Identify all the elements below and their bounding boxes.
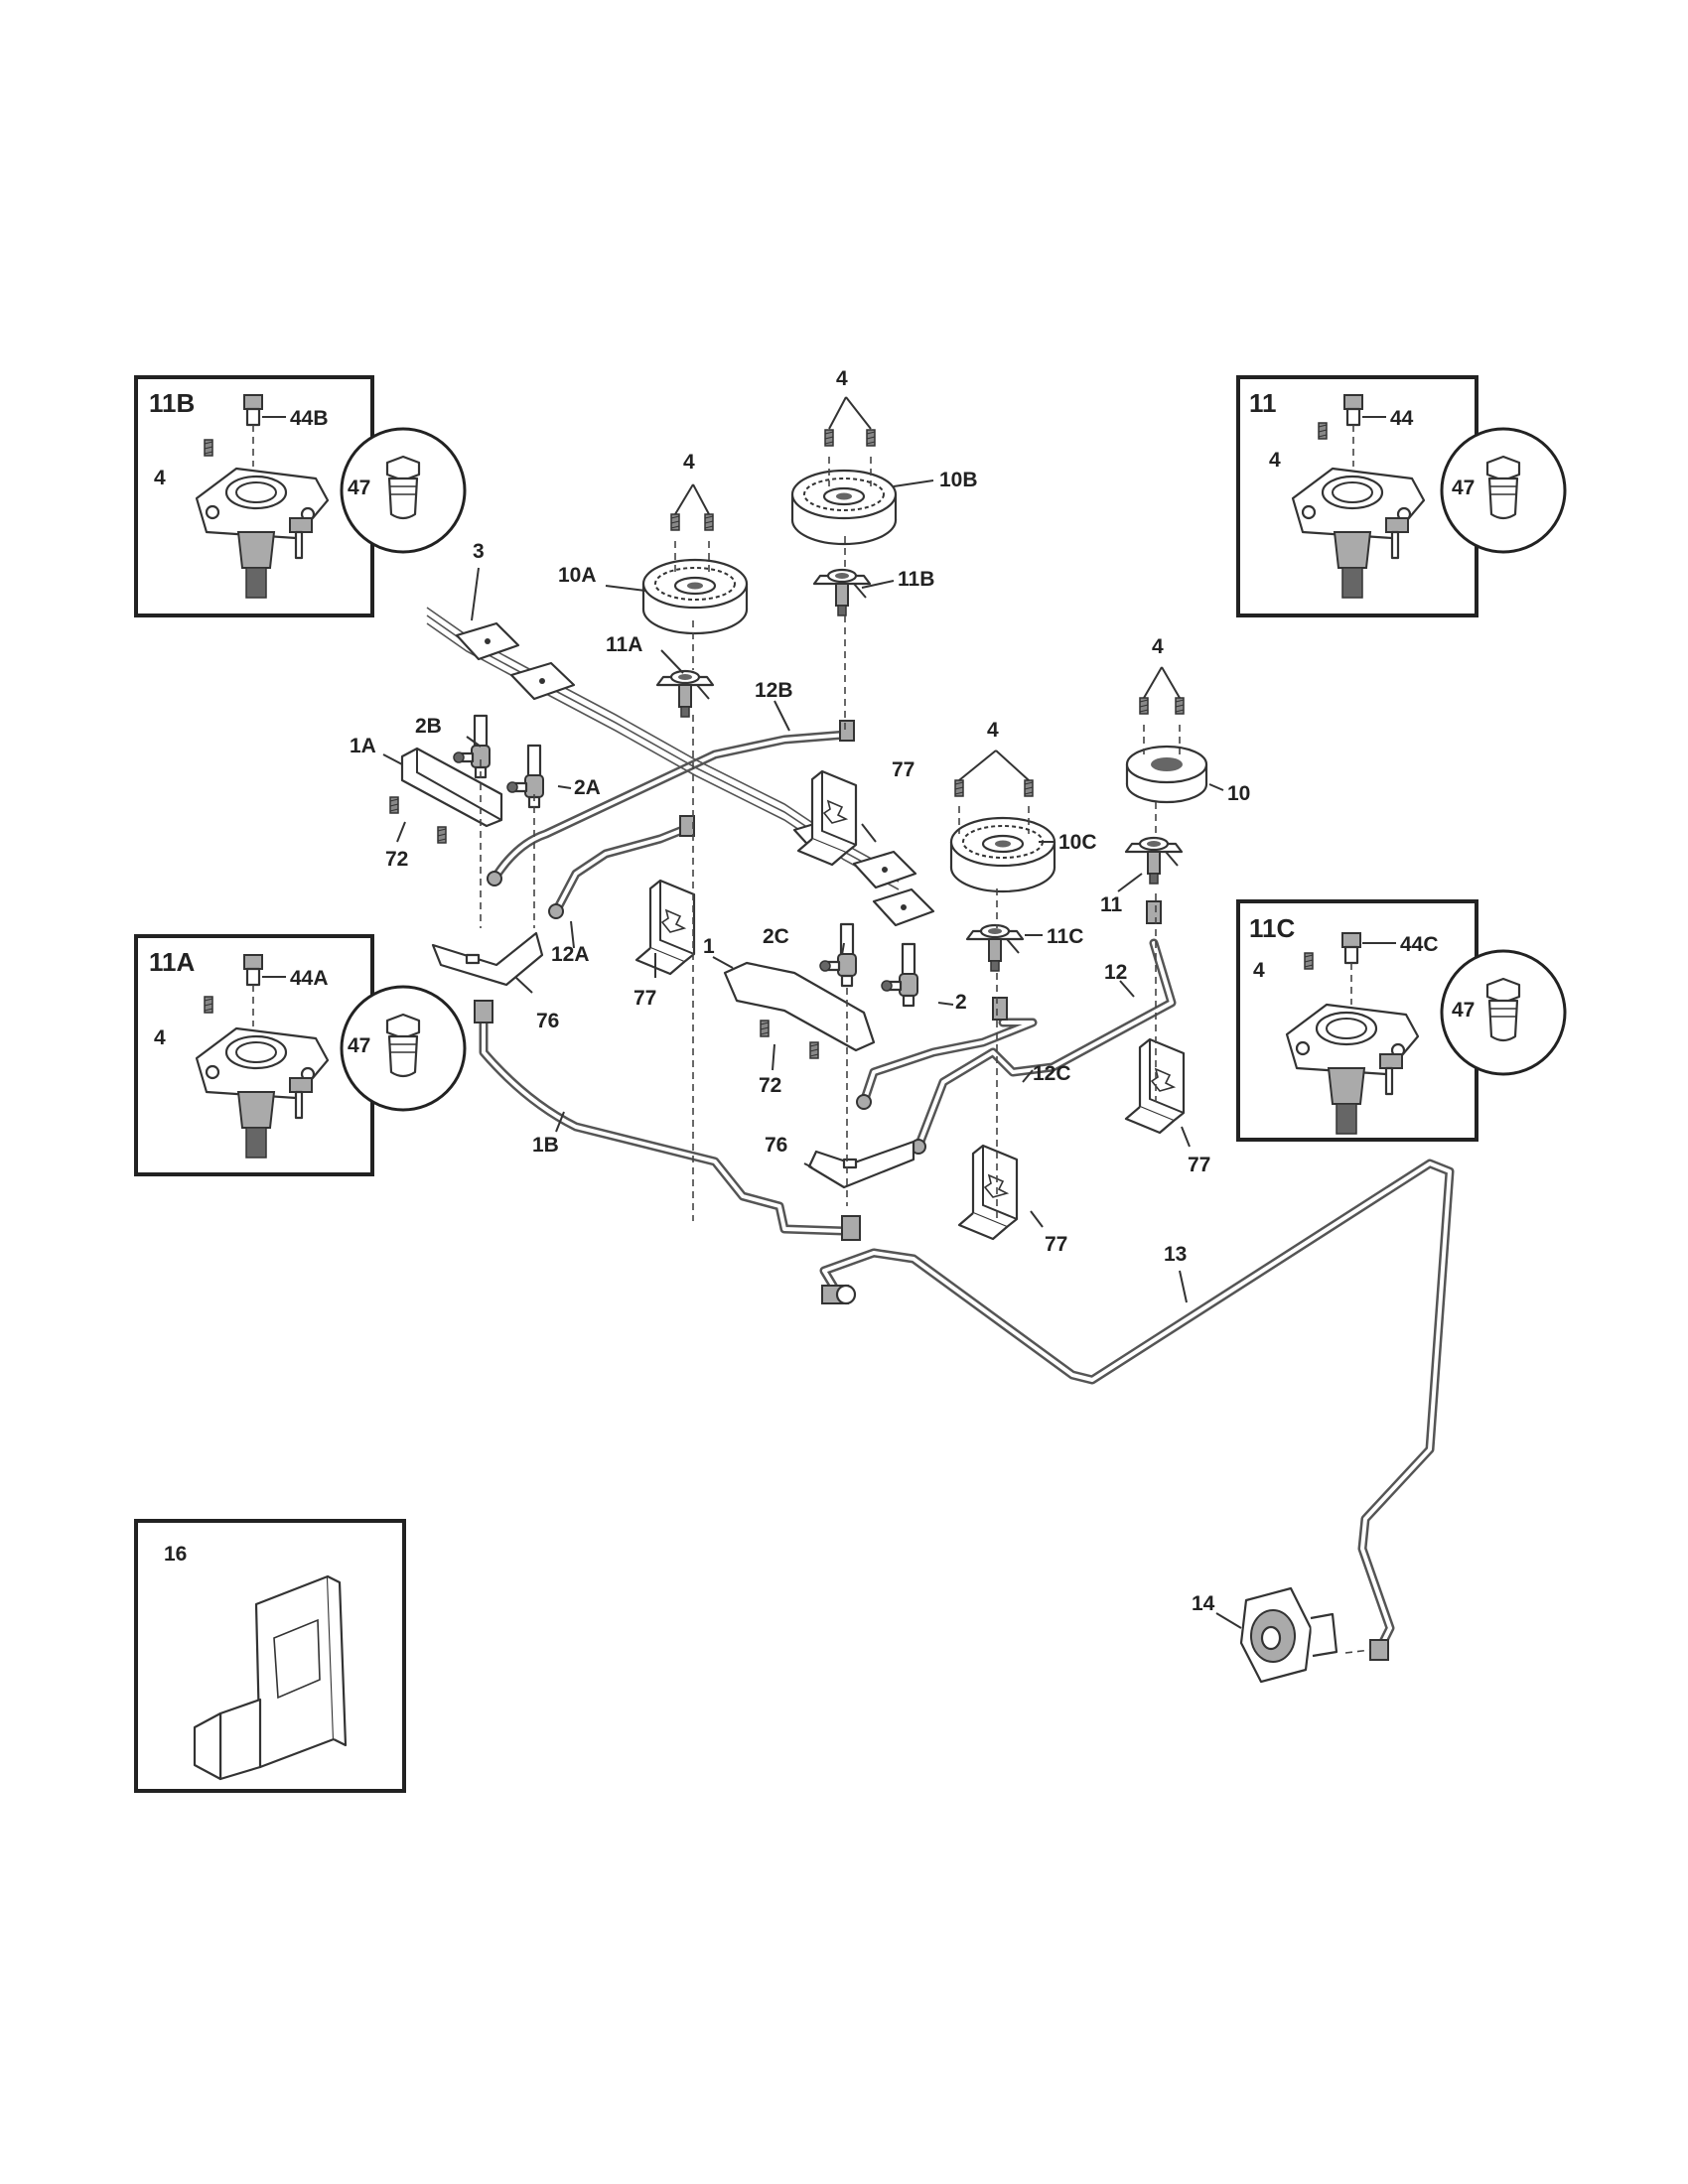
screw-label: 4: [154, 467, 166, 489]
label-12B: 12B: [755, 679, 793, 702]
screw-72: [389, 796, 399, 814]
label-77: 77: [1188, 1154, 1210, 1176]
label-11C: 11C: [1047, 925, 1083, 948]
screw-72: [809, 1041, 819, 1059]
tube-fittings: [474, 720, 1389, 1661]
label-12A: 12A: [551, 943, 590, 966]
label-10: 10: [1227, 782, 1250, 805]
label-2C: 2C: [763, 925, 789, 948]
label-2B: 2B: [415, 715, 442, 738]
inset-title: 11C: [1249, 913, 1295, 943]
screw-4: [1139, 697, 1149, 715]
burner-base-11A: [655, 669, 715, 719]
bracket-77: [1124, 1037, 1186, 1135]
inset-title: 11B: [149, 388, 195, 418]
label-72: 72: [385, 848, 408, 871]
label-11B: 11B: [898, 568, 934, 591]
label-77: 77: [892, 758, 914, 781]
label-13: 13: [1164, 1243, 1187, 1266]
inset-title: 11A: [149, 947, 195, 977]
bracket-76: [431, 931, 915, 1189]
bracket-77: [634, 879, 696, 976]
screw-4: [824, 429, 834, 447]
screw-4: [1175, 697, 1185, 715]
label-4: 4: [683, 451, 695, 474]
wire-harness: [426, 607, 935, 927]
inset-title: 11: [1249, 388, 1277, 418]
label-10B: 10B: [939, 469, 978, 491]
burner-base-11B: [812, 568, 872, 617]
manifold-rail: [400, 747, 876, 1052]
label-10C: 10C: [1058, 831, 1097, 854]
cap-label: 44: [1390, 407, 1414, 430]
orifice-label: 47: [348, 477, 370, 499]
callout-labels: 3 4 4 4 4 10A 10B 10C 10 11A 11B 11C 11 …: [350, 367, 1250, 1615]
label-10A: 10A: [558, 564, 597, 587]
inset-title: 16: [164, 1543, 187, 1566]
screw-4: [866, 429, 876, 447]
screw-4: [670, 513, 680, 531]
label-11A: 11A: [606, 633, 642, 656]
valve-2: [880, 942, 919, 1008]
burner-head-10C: [949, 816, 1056, 893]
bracket-77: [796, 769, 858, 867]
cap-label: 44C: [1400, 933, 1439, 956]
label-4: 4: [1152, 635, 1164, 658]
label-1B: 1B: [532, 1134, 559, 1157]
label-72: 72: [759, 1074, 781, 1097]
screw-label: 4: [1269, 449, 1281, 472]
valve-2B: [452, 714, 492, 779]
screw-72: [760, 1020, 770, 1037]
assembly-lines: [480, 457, 1371, 1654]
inset-16: 16: [134, 1519, 406, 1793]
burner-base-11: [1124, 836, 1184, 886]
orifice-label: 47: [1452, 999, 1475, 1022]
bracket-77: [957, 1144, 1019, 1241]
label-77: 77: [1045, 1233, 1067, 1256]
pressure-regulator: [1239, 1586, 1338, 1684]
label-11: 11: [1100, 893, 1123, 916]
screw-4: [1024, 779, 1034, 797]
burner-head-10A: [641, 558, 749, 635]
burner-base-11C: [965, 923, 1025, 973]
burner-head-10B: [790, 469, 898, 546]
label-12C: 12C: [1033, 1062, 1071, 1085]
screw-label: 4: [1253, 959, 1265, 982]
leader-lines: [382, 396, 1242, 1629]
inset-11B: 11B 44B 4 47: [134, 375, 467, 617]
label-2: 2: [955, 991, 967, 1014]
label-77: 77: [633, 987, 656, 1010]
screw-4: [704, 513, 714, 531]
screw-label: 4: [154, 1026, 166, 1049]
label-3: 3: [473, 540, 485, 563]
label-76: 76: [765, 1134, 787, 1157]
manifold-tubes: [479, 730, 1455, 1653]
burner-head-10: [1125, 745, 1208, 804]
valve-2A: [505, 744, 545, 809]
label-12: 12: [1104, 961, 1127, 984]
cap-label: 44A: [290, 967, 329, 990]
screw-4: [954, 779, 964, 797]
label-1: 1: [703, 935, 715, 958]
label-14: 14: [1192, 1592, 1215, 1615]
label-4: 4: [987, 719, 999, 742]
label-1A: 1A: [350, 735, 376, 757]
orifice-label: 47: [348, 1034, 370, 1057]
inset-11C: 11C 44C 4 47: [1236, 899, 1567, 1142]
inset-11A: 11A 44A 4 47: [134, 934, 467, 1176]
label-4: 4: [836, 367, 848, 390]
inset-11: 11 44 4 47: [1236, 375, 1567, 617]
cap-label: 44B: [290, 407, 329, 430]
label-76: 76: [536, 1010, 559, 1032]
screw-72: [437, 826, 447, 844]
valve-2C: [818, 922, 858, 988]
label-2A: 2A: [574, 776, 601, 799]
orifice-label: 47: [1452, 477, 1475, 499]
